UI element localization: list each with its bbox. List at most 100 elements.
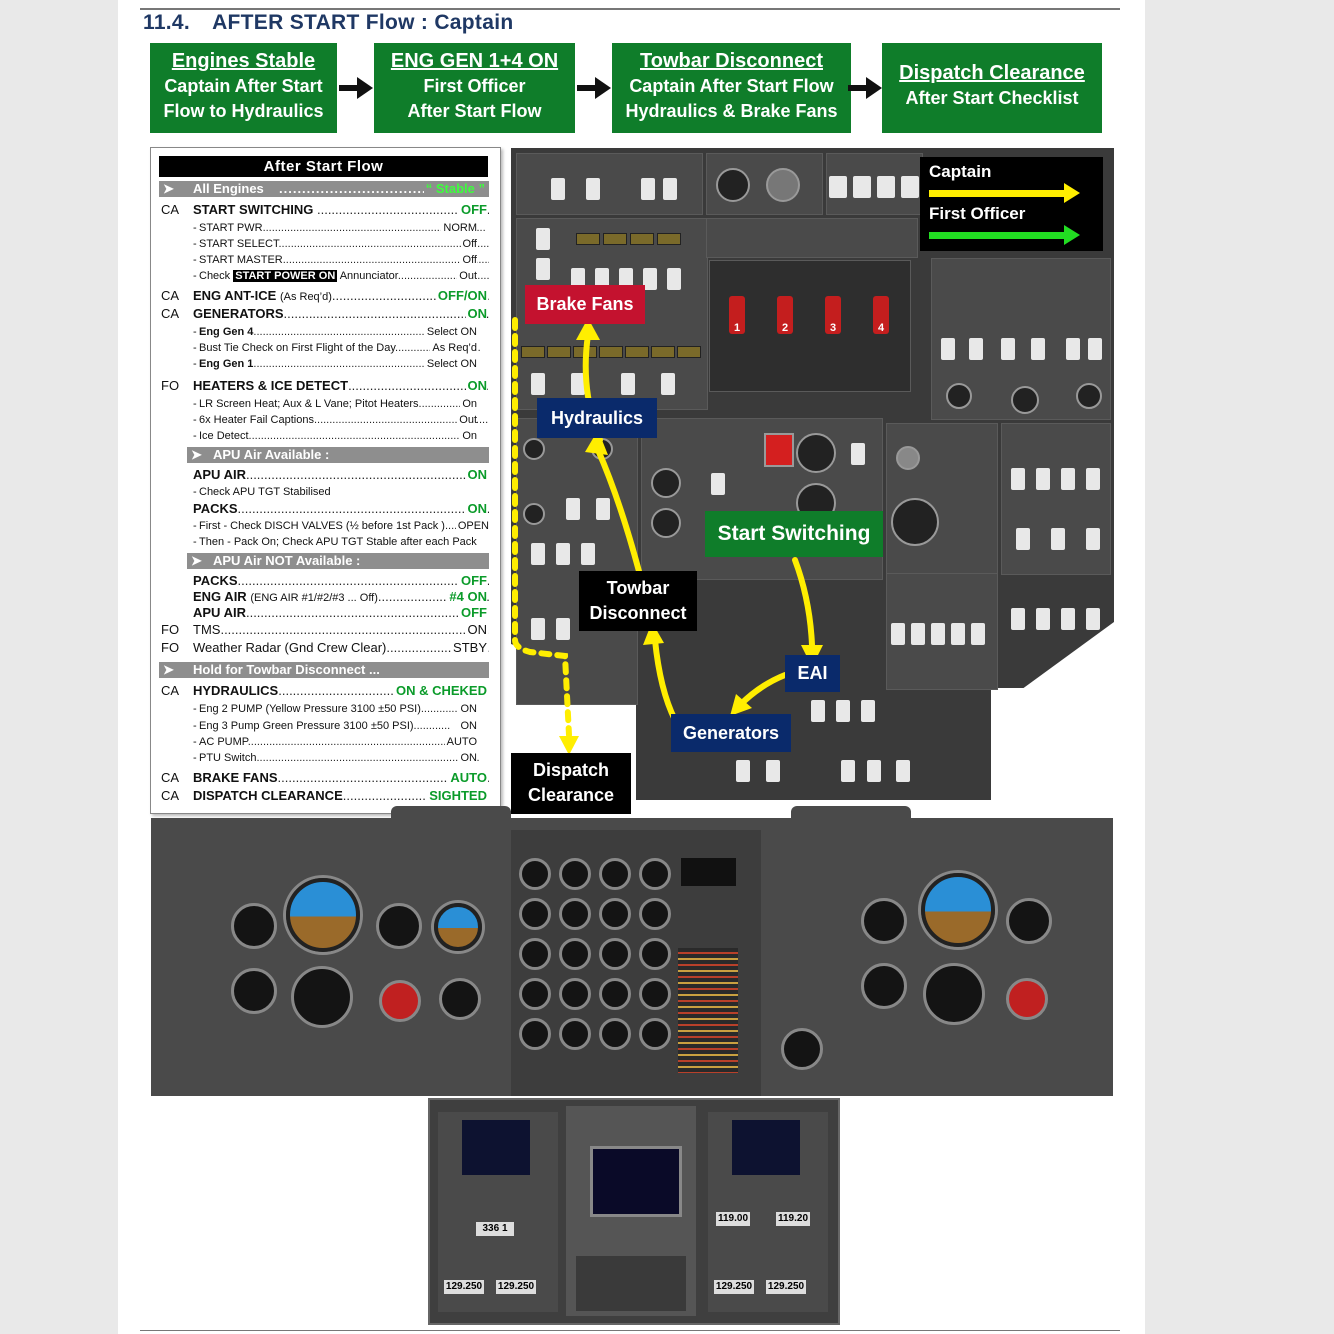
toggle-switch[interactable]: [551, 178, 565, 200]
item-text: Annunciator: [339, 270, 398, 282]
engine-2-fire-handle[interactable]: 2: [777, 296, 793, 334]
toggle-switch[interactable]: [1088, 338, 1102, 360]
toggle-switch[interactable]: [811, 700, 825, 722]
toggle-switch[interactable]: [853, 176, 871, 198]
toggle-switch[interactable]: [621, 373, 635, 395]
toggle-switch[interactable]: [581, 543, 595, 565]
toggle-switch[interactable]: [901, 176, 919, 198]
toggle-switch[interactable]: [556, 618, 570, 640]
row-item: TMS.....................................…: [193, 622, 489, 637]
fo-cdu: 119.00 119.20 129.250 129.250: [708, 1112, 828, 1312]
toggle-switch[interactable]: [1061, 468, 1075, 490]
toggle-switch[interactable]: [595, 268, 609, 290]
toggle-switch[interactable]: [1011, 468, 1025, 490]
flow-path-towbar-hydraulics: [595, 447, 643, 578]
flow-box-heading: Towbar Disconnect: [640, 50, 823, 72]
toggle-switch[interactable]: [536, 228, 550, 250]
toggle-switch[interactable]: [861, 700, 875, 722]
toggle-switch[interactable]: [867, 760, 881, 782]
toggle-switch[interactable]: [596, 498, 610, 520]
after-start-checklist: After Start Flow ➤ All Engines .........…: [150, 147, 501, 814]
toggle-switch[interactable]: [1031, 338, 1045, 360]
toggle-switch[interactable]: [711, 473, 725, 495]
item-text: PACKS: [193, 573, 238, 588]
duct-temp-gauge: [1011, 386, 1039, 414]
section-label: APU Air NOT Available :: [213, 553, 361, 568]
toggle-switch[interactable]: [566, 498, 580, 520]
flow-path-generators-towbar: [652, 637, 678, 723]
toggle-switch[interactable]: [643, 268, 657, 290]
annunciator-light: [599, 346, 623, 358]
toggle-switch[interactable]: [1066, 338, 1080, 360]
toggle-switch[interactable]: [766, 760, 780, 782]
bullet-dash: -: [193, 520, 197, 532]
toggle-switch[interactable]: [531, 373, 545, 395]
toggle-switch[interactable]: [911, 623, 925, 645]
crew-role: CA: [161, 788, 180, 803]
engine-3-fire-handle[interactable]: 3: [825, 296, 841, 334]
rotary-knob[interactable]: [716, 168, 750, 202]
row-value: OFF: [459, 605, 487, 621]
toggle-switch[interactable]: [556, 543, 570, 565]
toggle-switch[interactable]: [1061, 608, 1075, 630]
row-value: ON: [465, 306, 487, 322]
toggle-switch[interactable]: [641, 178, 655, 200]
toggle-switch[interactable]: [1051, 528, 1065, 550]
row-value: ON: [458, 718, 477, 734]
rotary-knob[interactable]: [896, 446, 920, 470]
toggle-switch[interactable]: [851, 443, 865, 465]
arrowhead-icon: [559, 736, 579, 755]
crew-legend: Captain First Officer: [920, 157, 1103, 251]
toggle-switch[interactable]: [1086, 528, 1100, 550]
toggle-switch[interactable]: [1016, 528, 1030, 550]
toggle-switch[interactable]: [571, 373, 585, 395]
toggle-switch[interactable]: [736, 760, 750, 782]
toggle-switch[interactable]: [586, 178, 600, 200]
temperature-knob[interactable]: [946, 383, 972, 409]
toggle-switch[interactable]: [1086, 468, 1100, 490]
toggle-switch[interactable]: [877, 176, 895, 198]
temperature-knob[interactable]: [1076, 383, 1102, 409]
toggle-switch[interactable]: [891, 623, 905, 645]
toggle-switch[interactable]: [951, 623, 965, 645]
engine-1-fire-handle[interactable]: 1: [729, 296, 745, 334]
flow-box-line: After Start Flow: [407, 101, 542, 121]
rotary-knob[interactable]: [766, 168, 800, 202]
row-item: Eng Gen 1...............................…: [199, 358, 477, 370]
toggle-switch[interactable]: [941, 338, 955, 360]
toggle-switch[interactable]: [1036, 468, 1050, 490]
toggle-switch[interactable]: [829, 176, 847, 198]
item-text: ENG AIR: [193, 589, 247, 604]
toggle-switch[interactable]: [931, 623, 945, 645]
toggle-switch[interactable]: [531, 618, 545, 640]
flow-box-eng-gen: ENG GEN 1+4 ON First Officer After Start…: [374, 43, 575, 133]
toggle-switch[interactable]: [896, 760, 910, 782]
toggle-switch[interactable]: [1001, 338, 1015, 360]
electric-gauge: [651, 468, 681, 498]
toggle-switch[interactable]: [836, 700, 850, 722]
toggle-switch[interactable]: [969, 338, 983, 360]
toggle-switch[interactable]: [571, 268, 585, 290]
toggle-switch[interactable]: [1011, 608, 1025, 630]
crew-role: CA: [161, 683, 180, 698]
toggle-switch[interactable]: [971, 623, 985, 645]
apu-fire-button[interactable]: [764, 433, 794, 467]
toggle-switch[interactable]: [531, 543, 545, 565]
toggle-switch[interactable]: [619, 268, 633, 290]
toggle-switch[interactable]: [841, 760, 855, 782]
annunciator-light: [625, 346, 649, 358]
item-text: Check: [199, 270, 231, 282]
toggle-switch[interactable]: [536, 258, 550, 280]
toggle-switch[interactable]: [663, 178, 677, 200]
engine-4-fire-handle[interactable]: 4: [873, 296, 889, 334]
toggle-switch[interactable]: [1036, 608, 1050, 630]
toggle-switch[interactable]: [1086, 608, 1100, 630]
toggle-switch[interactable]: [667, 268, 681, 290]
electric-gauge: [651, 508, 681, 538]
toggle-switch[interactable]: [661, 373, 675, 395]
arrowhead-icon: [643, 622, 664, 645]
bullet-dash: -: [193, 398, 197, 410]
crew-role: CA: [161, 306, 180, 321]
item-text: HEATERS & ICE DETECT: [193, 378, 349, 393]
comm-frequency-display: 129.250: [766, 1280, 806, 1294]
